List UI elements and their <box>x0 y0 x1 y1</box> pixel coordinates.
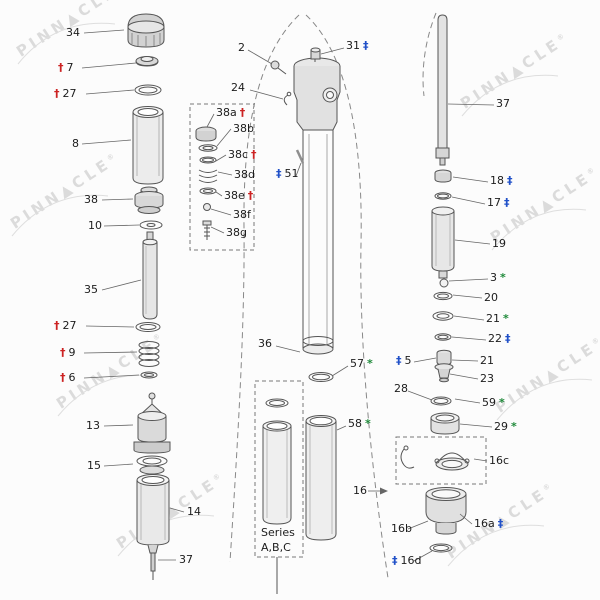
asterisk-marker: * <box>367 357 373 370</box>
double-dagger-marker: ‡ <box>363 39 369 52</box>
double-dagger-marker: ‡ <box>505 332 511 345</box>
part-label-27-lower: †27 <box>54 319 77 332</box>
part-label-22: 22‡ <box>488 332 511 345</box>
part-label-5: ‡5 <box>396 354 412 367</box>
part-label-13: 13 <box>86 419 100 432</box>
part-label-16a: 16a‡ <box>474 517 504 530</box>
part-label-31: 31‡ <box>346 39 369 52</box>
double-dagger-marker: ‡ <box>504 196 510 209</box>
dagger-marker: † <box>247 189 254 202</box>
part-label-37-right: 37 <box>496 97 510 110</box>
part-label-16: 16 <box>353 484 367 497</box>
part-label-38: 38 <box>84 193 98 206</box>
double-dagger-marker: ‡ <box>276 167 282 180</box>
part-label-21-upper: 21* <box>486 312 509 325</box>
part-label-20: 20 <box>484 291 498 304</box>
part-label-17: 17‡ <box>487 196 510 209</box>
part-label-38d: 38d <box>234 168 255 181</box>
part-label-29: 29* <box>494 420 517 433</box>
part-label-8: 8 <box>72 137 79 150</box>
part-label-36: 36 <box>258 337 272 350</box>
part-label-16d: ‡16d <box>392 554 422 567</box>
asterisk-marker: * <box>365 417 371 430</box>
part-label-58: 58* <box>348 417 371 430</box>
part-label-6: †6 <box>60 371 76 384</box>
part-label-24: 24 <box>231 81 245 94</box>
double-dagger-marker: ‡ <box>392 554 398 567</box>
asterisk-marker: * <box>511 420 517 433</box>
dagger-marker: † <box>60 371 66 384</box>
part-label-7: †7 <box>58 61 74 74</box>
double-dagger-marker: ‡ <box>507 174 513 187</box>
part-label-38g: 38g <box>226 226 247 239</box>
part-label-34: 34 <box>66 26 80 39</box>
dagger-marker: † <box>60 346 66 359</box>
part-label-51: ‡51 <box>276 167 299 180</box>
series-note-line2: A,B,C <box>261 540 291 554</box>
part-label-2: 2 <box>238 41 245 54</box>
series-note-line1: Series <box>261 526 295 539</box>
part-label-15: 15 <box>87 459 101 472</box>
part-label-38b: 38b <box>233 122 254 135</box>
dagger-marker: † <box>251 148 257 161</box>
dagger-marker: † <box>54 319 60 332</box>
part-label-59: 59* <box>482 396 505 409</box>
part-label-14: 14 <box>187 505 201 518</box>
series-note: Series A,B,C <box>261 526 295 556</box>
asterisk-marker: * <box>500 271 506 284</box>
part-label-38a: 38a† <box>216 106 246 119</box>
part-label-16c: 16c <box>489 454 510 467</box>
part-label-27-upper: †27 <box>54 87 77 100</box>
part-label-28: 28 <box>394 382 408 395</box>
part-label-38e: 38e† <box>224 189 254 202</box>
asterisk-marker: * <box>499 396 505 409</box>
part-label-18: 18‡ <box>490 174 513 187</box>
part-label-38f: 38f <box>233 208 251 221</box>
part-label-19: 19 <box>492 237 506 250</box>
part-label-23: 23 <box>480 372 494 385</box>
part-label-38c: 38c† <box>228 148 257 161</box>
dagger-marker: † <box>54 87 60 100</box>
asterisk-marker: * <box>503 312 509 325</box>
double-dagger-marker: ‡ <box>396 354 402 367</box>
dagger-marker: † <box>58 61 64 74</box>
part-label-57: 57* <box>350 357 373 370</box>
part-label-16b: 16b <box>391 522 412 535</box>
part-label-21-lower: 21 <box>480 354 494 367</box>
part-label-37-left: 37 <box>179 553 193 566</box>
part-label-35: 35 <box>84 283 98 296</box>
part-label-10: 10 <box>88 219 102 232</box>
double-dagger-marker: ‡ <box>497 517 504 530</box>
dagger-marker: † <box>239 106 246 119</box>
part-label-9: †9 <box>60 346 76 359</box>
part-label-3: 3* <box>490 271 506 284</box>
